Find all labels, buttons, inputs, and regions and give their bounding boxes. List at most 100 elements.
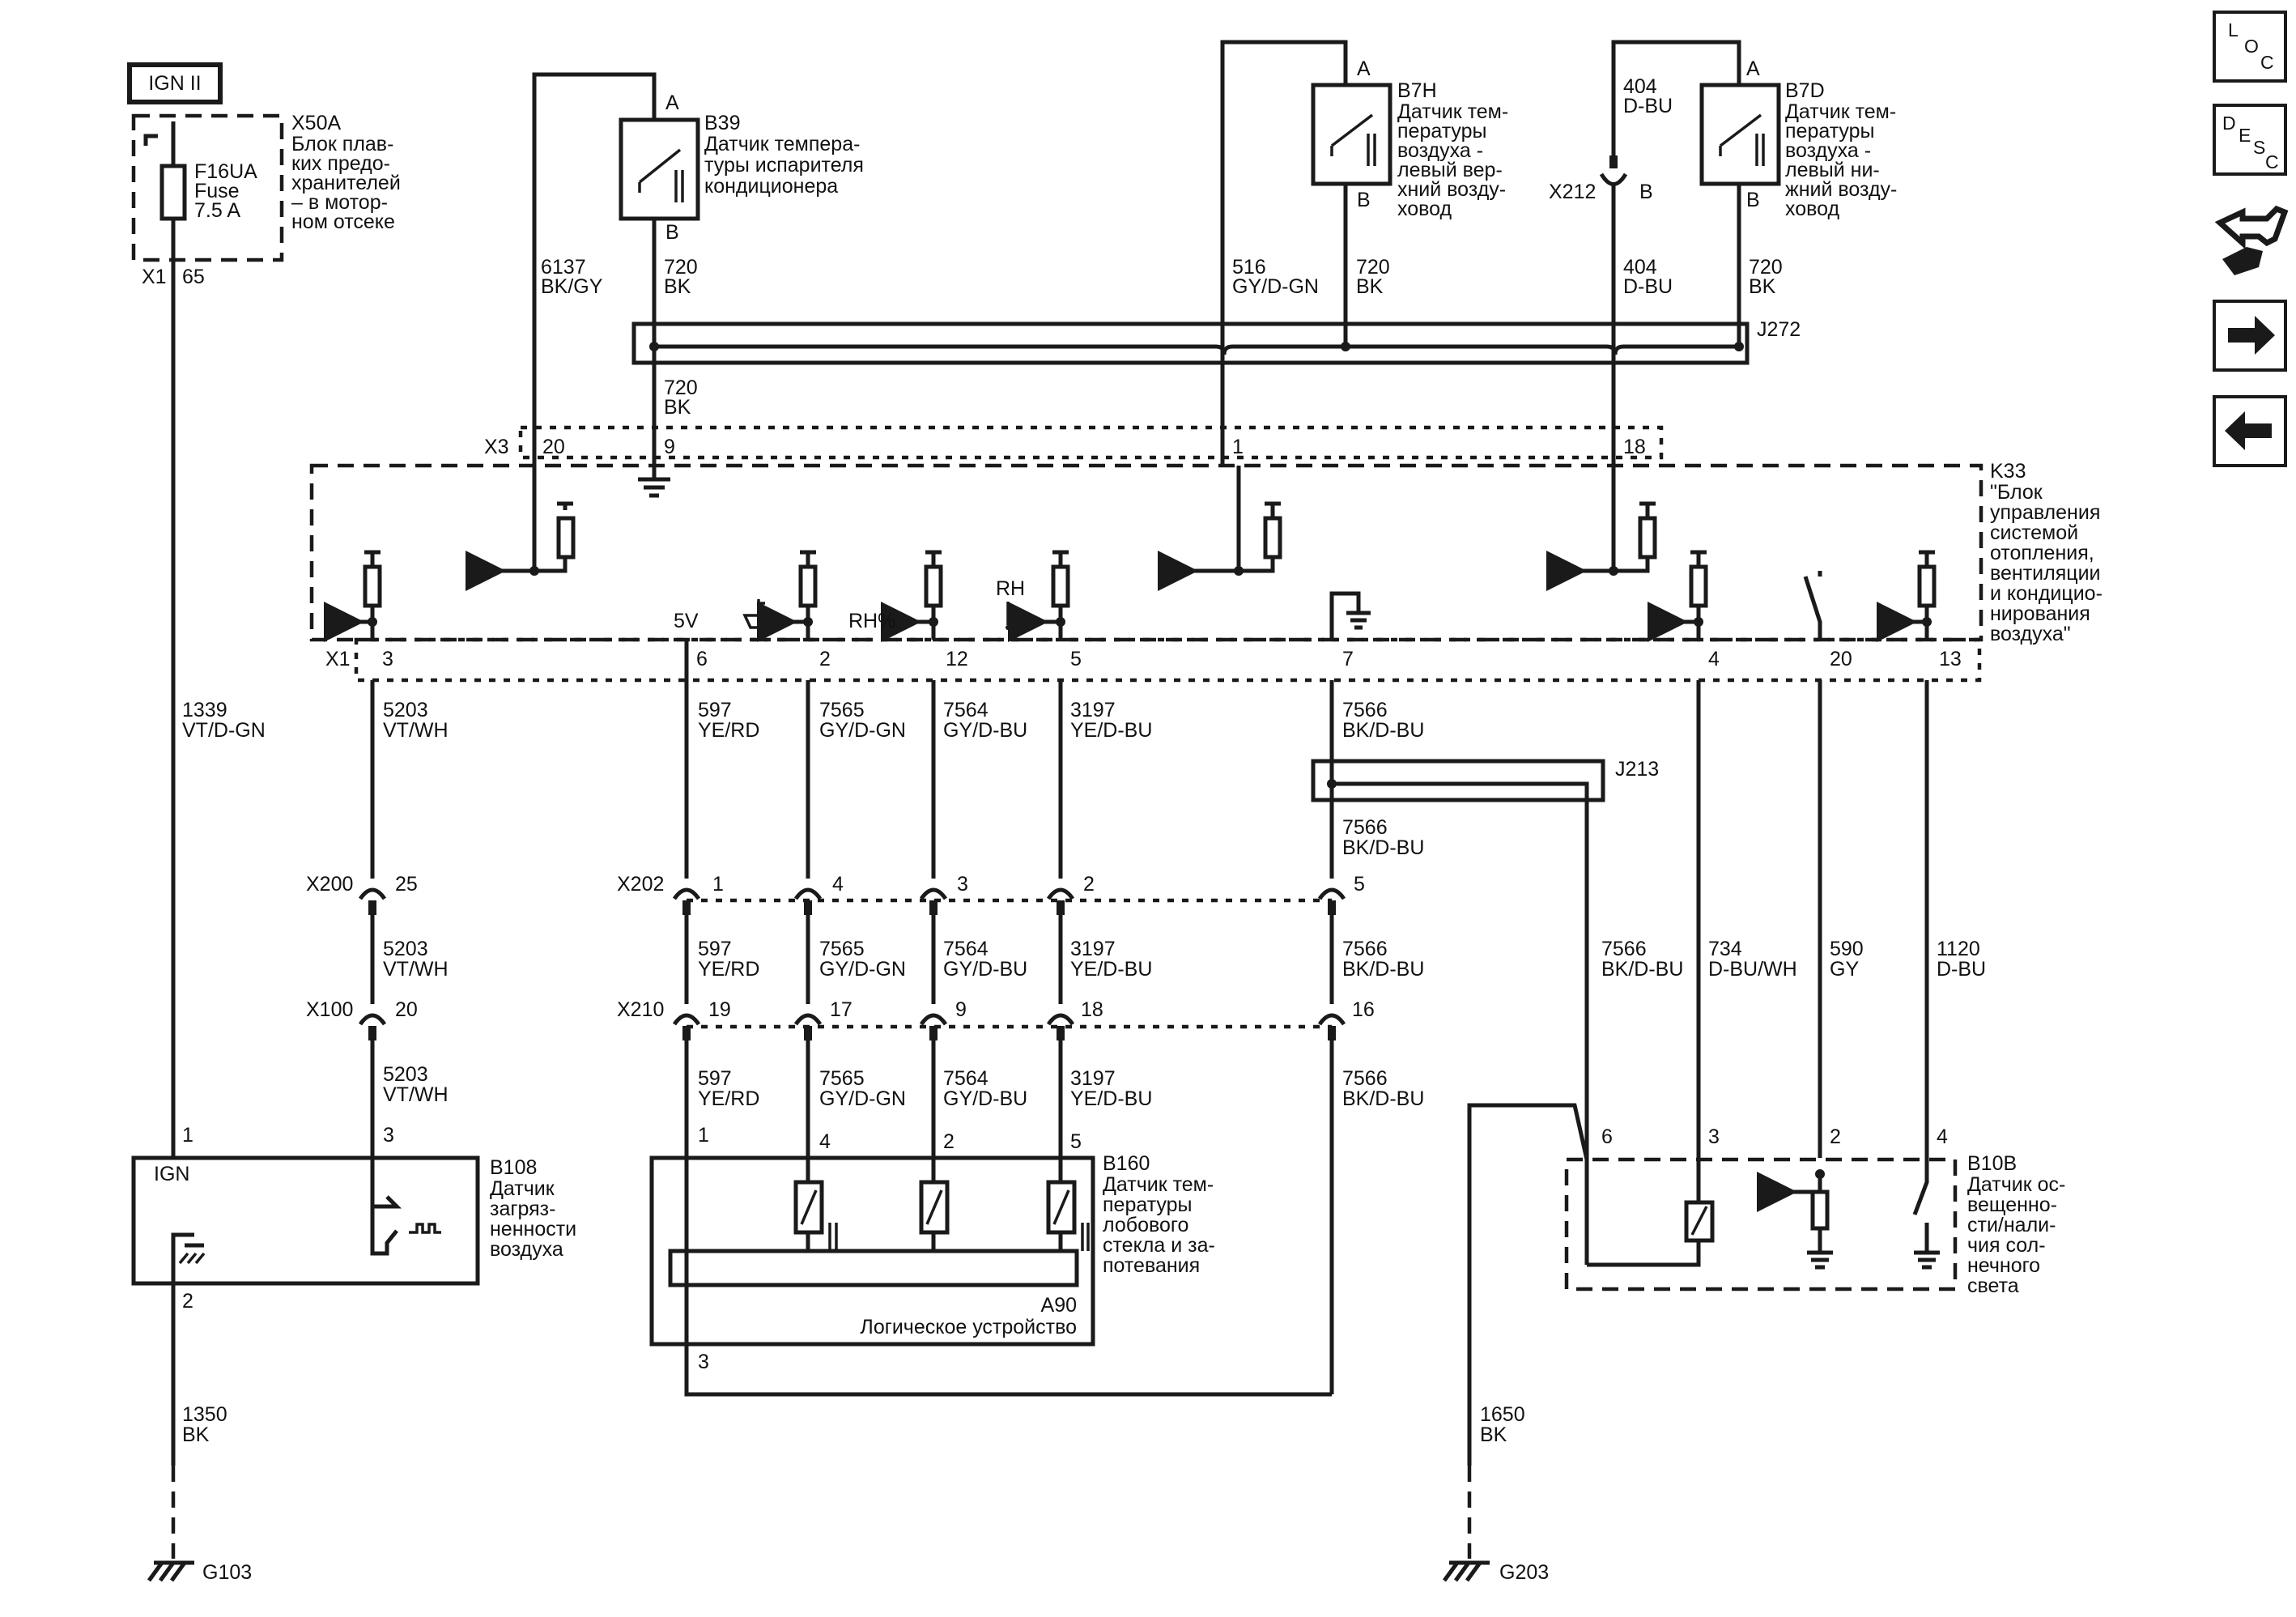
wire-404-top: [1611, 40, 1741, 158]
svg-text:S: S: [2253, 137, 2265, 158]
svg-text:BK: BK: [182, 1423, 210, 1446]
svg-text:19: 19: [708, 998, 731, 1021]
svg-text:B7H: B7H: [1397, 79, 1437, 102]
svg-text:3: 3: [383, 1124, 394, 1147]
svg-text:7566: 7566: [1342, 816, 1388, 839]
svg-text:B39: B39: [704, 112, 740, 134]
svg-text:1: 1: [698, 1124, 709, 1147]
svg-text:5V: 5V: [674, 610, 699, 632]
module-k33: K33 "Блок управления системой отопления,…: [309, 460, 2103, 645]
svg-text:7566: 7566: [1342, 938, 1388, 960]
connector-x210: X210 19 17 9 18 16: [617, 998, 1375, 1040]
svg-text:9: 9: [664, 436, 675, 458]
svg-text:туры испарителя: туры испарителя: [704, 154, 864, 177]
svg-text:BK: BK: [1480, 1423, 1507, 1446]
svg-text:загряз-: загряз-: [490, 1198, 555, 1220]
svg-text:B: B: [1639, 181, 1653, 203]
svg-text:1650: 1650: [1480, 1403, 1525, 1426]
loc-button[interactable]: L O C: [2213, 11, 2287, 83]
svg-text:3197: 3197: [1070, 938, 1116, 960]
svg-text:Датчик ос-: Датчик ос-: [1967, 1173, 2065, 1196]
svg-text:2: 2: [182, 1290, 193, 1313]
svg-text:O: O: [2244, 36, 2259, 57]
connector-tool-icon[interactable]: [2214, 205, 2289, 275]
svg-text:GY/D-BU: GY/D-BU: [943, 1087, 1027, 1110]
svg-text:VT/WH: VT/WH: [383, 958, 449, 981]
svg-text:Датчик тем-: Датчик тем-: [1103, 1173, 1214, 1196]
forward-arrow-button[interactable]: [2213, 300, 2287, 372]
back-arrow-button[interactable]: [2213, 395, 2287, 467]
sensor-b160: 1 4 2 5 3 B160 Датчик тем- пературы лобо…: [649, 1124, 1215, 1373]
svg-text:воздуха": воздуха": [1990, 623, 2071, 645]
svg-text:жний возду-: жний возду-: [1785, 178, 1897, 201]
svg-text:734: 734: [1708, 938, 1742, 960]
svg-text:K33: K33: [1990, 460, 2026, 483]
svg-text:X200: X200: [306, 873, 353, 896]
k33-internals: [466, 466, 1657, 591]
svg-text:левый ни-: левый ни-: [1785, 159, 1880, 181]
wire-6137: [532, 72, 657, 510]
svg-text:GY/D-GN: GY/D-GN: [819, 1087, 906, 1110]
fuse-ref: F16UA: [194, 160, 257, 183]
svg-text:B160: B160: [1103, 1152, 1150, 1175]
connector-x202: X202 1 4 3 2 5: [617, 873, 1365, 915]
svg-text:X210: X210: [617, 998, 664, 1021]
svg-text:YE/D-BU: YE/D-BU: [1070, 1087, 1152, 1110]
svg-text:BK: BK: [1749, 275, 1776, 298]
connector-x1-k33: X1 3 6 2 12 5 7 4 20 13: [325, 637, 1982, 683]
connector-x100: X100 20: [306, 998, 418, 1040]
svg-text:3: 3: [957, 873, 968, 896]
svg-text:GY: GY: [1830, 958, 1859, 981]
svg-text:X202: X202: [617, 873, 664, 896]
svg-text:BK: BK: [664, 396, 691, 419]
sensor-b39: A B B39 Датчик темпера- туры испарителя …: [619, 91, 864, 244]
svg-text:L: L: [2228, 19, 2239, 40]
svg-text:X3: X3: [484, 436, 509, 458]
sensor-b108: IGN 1 3 2 B108 Датчик загряз- ненности в…: [131, 1124, 576, 1313]
svg-text:3: 3: [382, 648, 393, 670]
svg-text:720: 720: [664, 377, 698, 399]
svg-text:X1: X1: [325, 648, 351, 670]
desc-button[interactable]: D E S C: [2213, 104, 2287, 176]
svg-text:ненности: ненности: [490, 1218, 576, 1240]
svg-text:A90: A90: [1041, 1294, 1077, 1317]
svg-text:IGN: IGN: [154, 1163, 189, 1185]
wire-b160-ground: [684, 1158, 1332, 1397]
svg-text:воздуха: воздуха: [490, 1238, 563, 1261]
svg-text:597: 597: [698, 1067, 732, 1090]
ground-symbol: [638, 477, 670, 498]
svg-text:ховод: ховод: [1785, 198, 1839, 220]
svg-text:597: 597: [698, 699, 732, 721]
svg-text:ховод: ховод: [1397, 198, 1452, 220]
svg-text:GY/D-GN: GY/D-GN: [1232, 275, 1319, 298]
svg-text:7566: 7566: [1342, 1067, 1388, 1090]
svg-text:GY/D-BU: GY/D-BU: [943, 719, 1027, 742]
svg-text:C: C: [2265, 151, 2279, 172]
svg-text:3: 3: [1708, 1126, 1720, 1148]
svg-text:вентиляции: вентиляции: [1990, 562, 2101, 585]
svg-text:2: 2: [819, 648, 831, 670]
svg-text:2: 2: [943, 1130, 955, 1153]
svg-text:GY/D-GN: GY/D-GN: [819, 719, 906, 742]
svg-text:65: 65: [182, 266, 205, 288]
svg-text:BK: BK: [1356, 275, 1384, 298]
svg-text:5203: 5203: [383, 699, 428, 721]
svg-text:B: B: [1746, 189, 1760, 211]
svg-text:404: 404: [1623, 256, 1657, 279]
arrow-right-icon: [2228, 316, 2275, 355]
svg-text:стекла и за-: стекла и за-: [1103, 1234, 1215, 1257]
svg-text:516: 516: [1232, 256, 1266, 279]
svg-text:404: 404: [1623, 75, 1657, 98]
svg-text:D-BU: D-BU: [1623, 95, 1673, 117]
svg-text:отопления,: отопления,: [1990, 542, 2094, 564]
svg-text:B7D: B7D: [1785, 79, 1825, 102]
svg-text:Логическое устройство: Логическое устройство: [860, 1316, 1077, 1338]
svg-text:7: 7: [1342, 648, 1354, 670]
svg-text:D: D: [2222, 113, 2236, 134]
svg-text:2: 2: [1830, 1126, 1841, 1148]
svg-text:потевания: потевания: [1103, 1254, 1200, 1277]
svg-text:пературы: пературы: [1785, 120, 1875, 143]
svg-text:A: A: [1357, 57, 1371, 80]
svg-text:13: 13: [1939, 648, 1962, 670]
svg-text:17: 17: [830, 998, 852, 1021]
